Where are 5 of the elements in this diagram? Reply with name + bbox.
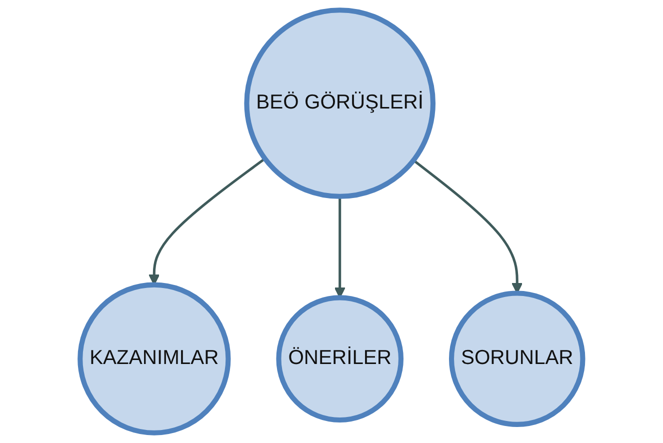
node-circle: KAZANIMLAR [78,282,231,436]
node-circle: ÖNERİLER [276,295,404,422]
node-circle: BEÖ GÖRÜŞLERİ [244,8,436,199]
arrow [148,158,266,286]
node-circle: SORUNLAR [449,290,586,427]
